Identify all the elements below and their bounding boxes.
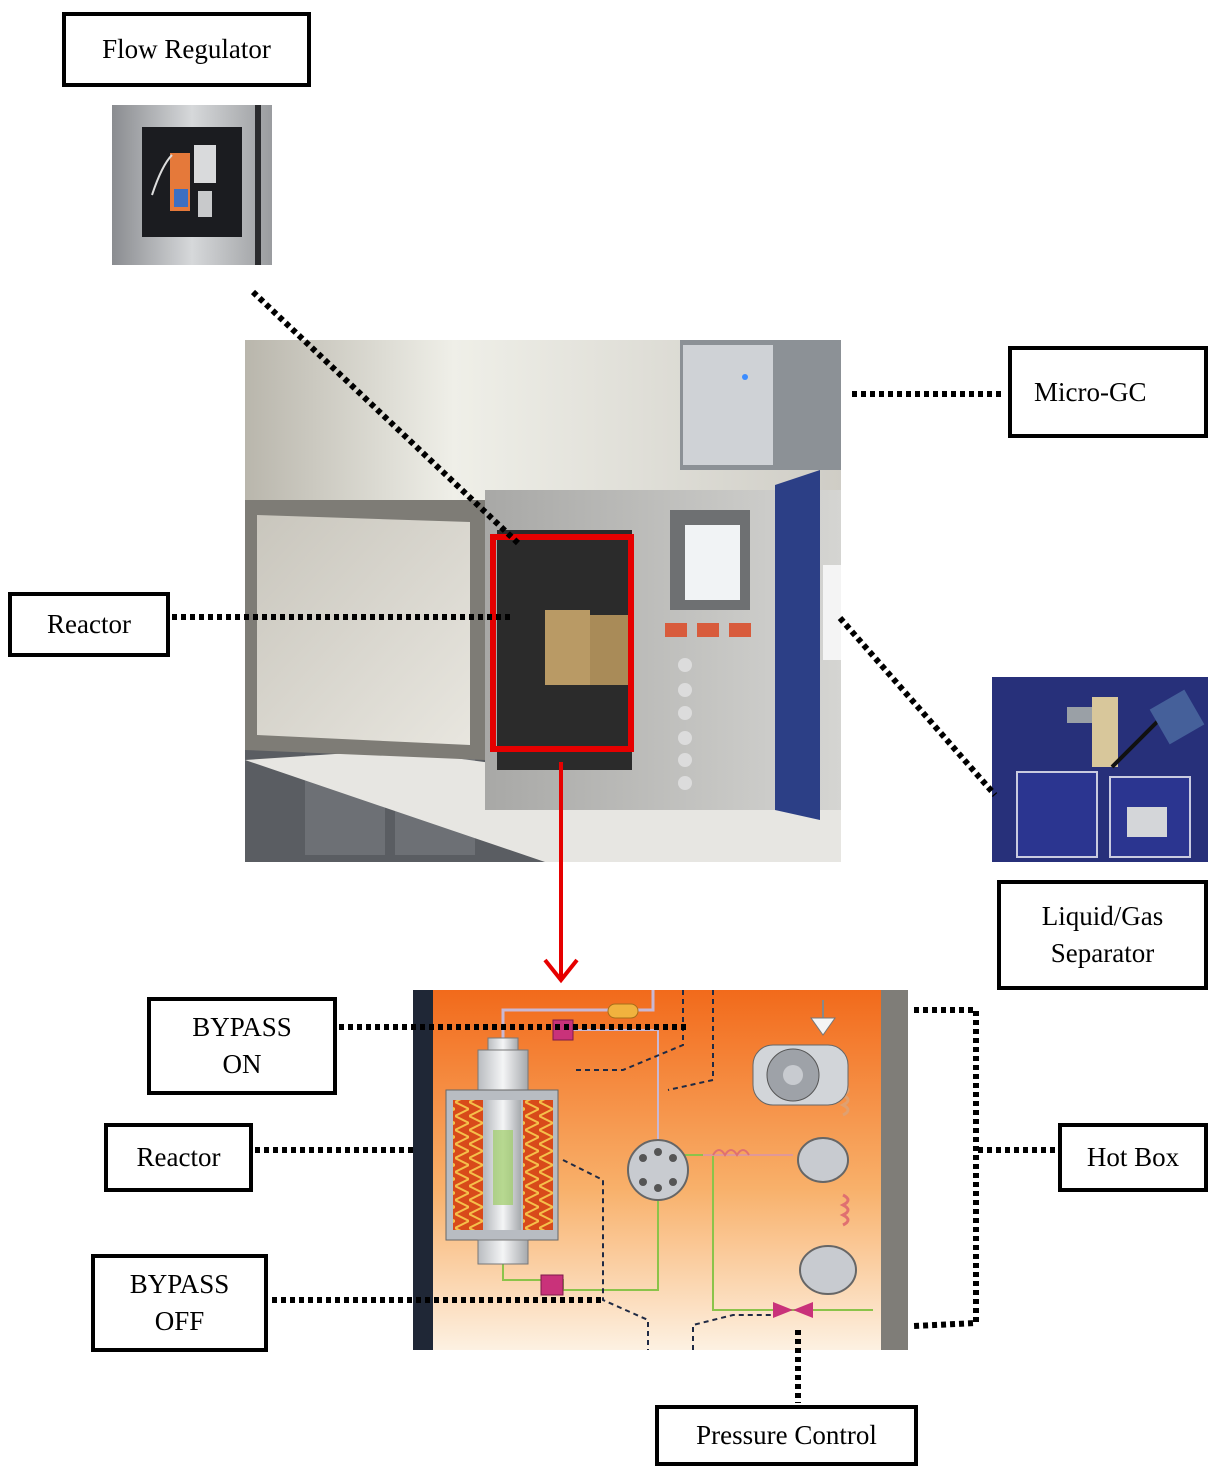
bypass-off-label: BYPASS OFF — [91, 1254, 268, 1352]
bypass-on-label: BYPASS ON — [147, 997, 337, 1095]
liquid-gas-separator-label: Liquid/Gas Separator — [997, 880, 1208, 990]
flow-regulator-leader — [250, 289, 523, 548]
bypass-off-text-line1: BYPASS — [129, 1269, 230, 1299]
flow-regulator-photo — [112, 105, 272, 265]
reactor-bottom-label: Reactor — [104, 1123, 253, 1192]
micro-gc-text: Micro-GC — [1034, 377, 1147, 407]
separator-text-line2: Separator — [1050, 938, 1155, 968]
reactor-top-label: Reactor — [8, 592, 170, 657]
reactor-bottom-text: Reactor — [136, 1142, 221, 1172]
highlight-arrow — [543, 762, 579, 984]
micro-gc-label: Micro-GC — [1008, 346, 1208, 438]
bypass-off-text-line2: OFF — [154, 1306, 205, 1336]
pressure-control-text: Pressure Control — [696, 1420, 877, 1450]
reactor-unit-photo — [245, 340, 841, 862]
hot-box-label: Hot Box — [1058, 1123, 1208, 1192]
reactor-top-text: Reactor — [47, 609, 131, 639]
hot-box-text: Hot Box — [1086, 1142, 1180, 1172]
hot-box-schematic — [413, 990, 908, 1350]
liquid-gas-separator-photo — [992, 677, 1208, 862]
pressure-control-label: Pressure Control — [655, 1405, 918, 1466]
separator-leader — [837, 616, 998, 797]
bypass-on-text-line2: ON — [222, 1049, 262, 1079]
bypass-on-text-line1: BYPASS — [192, 1012, 292, 1042]
flow-regulator-label: Flow Regulator — [62, 12, 311, 87]
separator-text-line1: Liquid/Gas — [1041, 901, 1164, 931]
hot-box-bracket — [913, 1007, 979, 1329]
flow-regulator-text: Flow Regulator — [102, 34, 271, 64]
